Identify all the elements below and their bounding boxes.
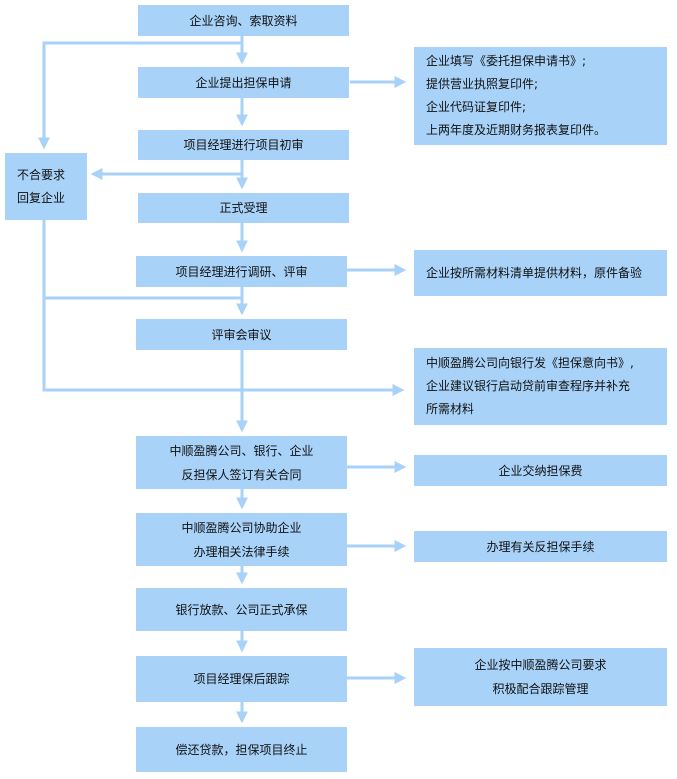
- flow-step-contracts: 中顺盈腾公司、银行、企业 反担保人签订有关合同: [136, 436, 347, 489]
- flow-step-termination: 偿还贷款，担保项目终止: [136, 727, 347, 772]
- note-text: 企业按所需材料清单提供材料，原件备验: [426, 265, 643, 280]
- reject-text: 不合要求: [17, 167, 66, 182]
- note-application-documents: 企业填写《委托担保申请书》; 提供营业执照复印件; 企业代码证复印件; 上两年度…: [414, 47, 667, 145]
- note-text: 积极配合跟踪管理: [492, 682, 589, 696]
- note-text: 办理有关反担保手续: [486, 539, 595, 554]
- note-text: 中顺盈腾公司向银行发《担保意向书》,: [426, 356, 634, 370]
- flow-step-text: 企业提出担保申请: [195, 75, 292, 90]
- note-text: 企业建议银行启动贷前审查程序并补充: [426, 379, 631, 393]
- flow-step-text: 银行放款、公司正式承保: [175, 602, 308, 617]
- flow-step-text: 项目经理进行项目初审: [183, 138, 304, 152]
- flow-step-text: 正式受理: [219, 201, 268, 215]
- flow-step-text: 反担保人签订有关合同: [181, 467, 302, 482]
- note-text: 上两年度及近期财务报表复印件。: [426, 123, 607, 137]
- flow-step-text: 企业咨询、索取资料: [189, 13, 298, 28]
- flow-step-investigation: 项目经理进行调研、评审: [136, 256, 347, 287]
- flow-step-post-tracking: 项目经理保后跟踪: [136, 656, 347, 702]
- note-materials: 企业按所需材料清单提供材料，原件备验: [414, 250, 667, 296]
- flow-step-acceptance: 正式受理: [138, 193, 349, 223]
- flow-step-text: 中顺盈腾公司协助企业: [181, 520, 302, 535]
- flow-step-application: 企业提出担保申请: [138, 67, 349, 98]
- reject-text: 回复企业: [17, 190, 66, 205]
- note-text: 提供营业执照复印件;: [426, 77, 539, 91]
- reject-box: 不合要求 回复企业: [5, 153, 87, 220]
- connector-feedback-to-reject: [38, 41, 242, 150]
- note-tracking-cooperation: 企业按中顺盈腾公司要求 积极配合跟踪管理: [414, 648, 667, 706]
- note-text: 企业代码证复印件;: [426, 100, 527, 114]
- flow-step-text: 办理相关法律手续: [193, 544, 290, 559]
- note-guarantee-fee: 企业交纳担保费: [414, 455, 667, 486]
- flow-step-loan-disbursement: 银行放款、公司正式承保: [136, 588, 347, 631]
- note-text: 所需材料: [426, 402, 475, 416]
- flow-step-text: 项目经理保后跟踪: [193, 672, 290, 686]
- flow-step-text: 偿还贷款，担保项目终止: [175, 742, 308, 757]
- note-intent-letter: 中顺盈腾公司向银行发《担保意向书》, 企业建议银行启动贷前审查程序并补充 所需材…: [414, 348, 667, 425]
- flow-step-committee: 评审会审议: [136, 319, 347, 350]
- note-text: 企业按中顺盈腾公司要求: [474, 658, 607, 672]
- flow-step-legal-procedures: 中顺盈腾公司协助企业 办理相关法律手续: [136, 513, 347, 566]
- flow-step-text: 项目经理进行调研、评审: [175, 264, 308, 279]
- note-counter-guarantee: 办理有关反担保手续: [414, 531, 667, 562]
- flow-step-text: 中顺盈腾公司、银行、企业: [169, 443, 314, 458]
- note-text: 企业交纳担保费: [498, 463, 583, 478]
- flow-step-consultation: 企业咨询、索取资料: [138, 5, 349, 36]
- connector-reject-return: [42, 220, 405, 396]
- flow-step-text: 评审会审议: [211, 327, 272, 342]
- note-text: 企业填写《委托担保申请书》;: [426, 54, 587, 68]
- flow-step-initial-review: 项目经理进行项目初审: [138, 130, 349, 160]
